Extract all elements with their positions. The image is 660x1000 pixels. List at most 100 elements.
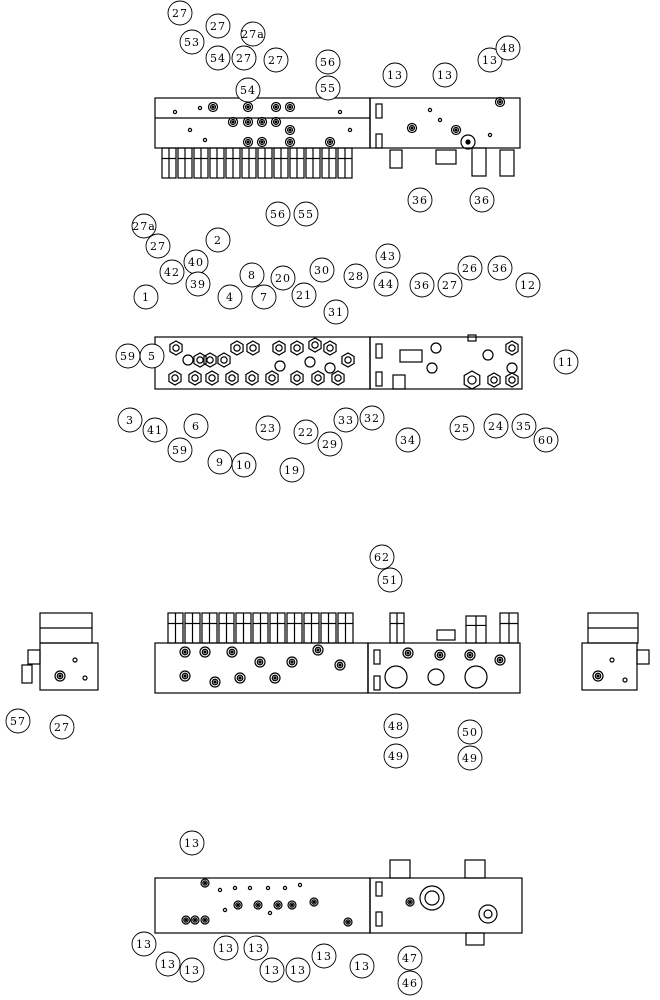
bottom-view-block-right	[369, 877, 523, 934]
callout-label: 13	[482, 54, 498, 67]
callout-label: 30	[314, 264, 330, 277]
port-inner	[258, 118, 266, 126]
port-inner	[345, 919, 351, 925]
port-inner	[271, 674, 279, 682]
port-center	[238, 676, 242, 680]
callout-label: 13	[316, 950, 332, 963]
small-hole	[337, 109, 343, 115]
port-inner	[244, 103, 252, 111]
port-inner	[286, 103, 294, 111]
port-center	[246, 140, 250, 144]
callout-13: 13	[131, 931, 157, 957]
callout-label: 19	[284, 464, 300, 477]
callout-46: 46	[397, 970, 423, 996]
small-hole	[187, 127, 193, 133]
small-hole	[197, 105, 203, 111]
port-outer	[312, 644, 324, 656]
port-center	[288, 128, 292, 132]
callout-bubble	[359, 405, 385, 431]
callout-26: 26	[457, 255, 483, 281]
port-outer	[179, 670, 191, 682]
callout-27: 27	[231, 45, 257, 71]
callout-bubble	[533, 427, 559, 453]
hex-fitting-bore	[314, 374, 322, 382]
callout-label: 49	[462, 752, 478, 765]
callout-bubble	[49, 714, 75, 740]
callout-label: 20	[275, 272, 291, 285]
plain-port	[430, 342, 442, 354]
callout-bubble	[397, 945, 423, 971]
callout-55: 55	[315, 75, 341, 101]
callout-label: 29	[322, 438, 338, 451]
callout-bubble	[343, 263, 369, 289]
callout-5: 5	[139, 343, 165, 369]
port-inner	[228, 648, 236, 656]
callout-60: 60	[533, 427, 559, 453]
port-center	[454, 128, 458, 132]
rear-view-connector	[436, 629, 456, 641]
port-center	[498, 100, 502, 104]
port-outer	[434, 649, 446, 661]
small-hole	[437, 117, 443, 123]
callout-label: 41	[147, 424, 163, 437]
callout-bubble	[382, 62, 408, 88]
port-center	[346, 920, 350, 924]
port-center	[183, 674, 187, 678]
callout-bubble	[293, 419, 319, 445]
port-outer	[242, 136, 254, 148]
callout-label: 4	[226, 291, 234, 304]
callout-35: 35	[511, 413, 537, 439]
callout-bubble	[315, 49, 341, 75]
callout-bubble	[213, 935, 239, 961]
callout-13: 13	[349, 953, 375, 979]
callout-21: 21	[291, 282, 317, 308]
callout-50: 50	[457, 719, 483, 745]
callout-label: 39	[190, 278, 206, 291]
callout-label: 27a	[241, 28, 265, 41]
callout-label: 27a	[132, 220, 156, 233]
hex-fitting	[272, 340, 286, 356]
hex-fitting	[331, 370, 345, 386]
callout-label: 44	[378, 278, 394, 291]
callout-bubble	[5, 708, 31, 734]
right-side-view-fitting	[636, 649, 650, 665]
callout-label: 34	[400, 434, 416, 447]
small-hole	[222, 907, 228, 913]
port-outer	[209, 676, 221, 688]
callout-bubble	[487, 255, 513, 281]
small-hole	[267, 910, 273, 916]
callout-33: 33	[333, 407, 359, 433]
small-hole	[82, 675, 88, 681]
hex-fitting	[230, 340, 244, 356]
callout-30: 30	[309, 257, 335, 283]
callout-6: 6	[183, 413, 209, 439]
rear-view-block-right	[367, 642, 521, 694]
port-outer	[406, 122, 418, 134]
callout-label: 13	[437, 69, 453, 82]
top-view-coil	[389, 149, 403, 169]
port-center	[328, 140, 332, 144]
callout-27: 27	[167, 0, 193, 26]
port-center	[316, 648, 320, 652]
port-inner	[272, 103, 280, 111]
front-view-slot	[375, 371, 383, 387]
port-inner	[408, 124, 416, 132]
callout-27: 27	[205, 13, 231, 39]
callout-53: 53	[179, 29, 205, 55]
port-inner	[229, 118, 237, 126]
top-view-large-port	[460, 134, 476, 150]
hex-fitting	[217, 352, 231, 368]
callout-bubble	[309, 257, 335, 283]
callout-13: 13	[155, 951, 181, 977]
callout-label: 49	[388, 750, 404, 763]
small-hole	[217, 887, 223, 893]
callout-24: 24	[483, 413, 509, 439]
port-center	[58, 674, 62, 678]
port-inner	[272, 118, 280, 126]
port-outer	[402, 647, 414, 659]
callout-label: 21	[296, 289, 312, 302]
port-outer	[287, 900, 297, 910]
small-hole	[72, 657, 78, 663]
port-center	[596, 674, 600, 678]
port-inner	[311, 899, 317, 905]
